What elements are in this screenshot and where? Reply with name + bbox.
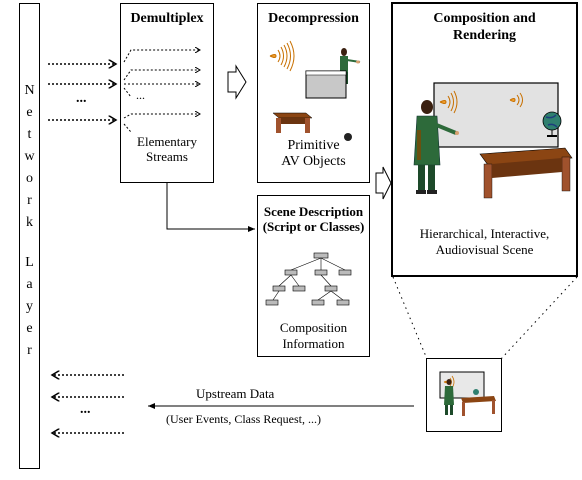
scene-description-box [257, 195, 370, 357]
elementary-streams-ellipsis: ... [136, 88, 145, 102]
incoming-stream-arrows [48, 64, 116, 120]
network-layer-letter: L [25, 255, 34, 270]
globe-large-icon [542, 111, 562, 137]
decompression-caption-line2: AV Objects [281, 154, 346, 169]
to-composition-arrow [375, 166, 392, 200]
network-layer-letter: N [24, 83, 35, 98]
speaker-sound-icon [269, 40, 295, 72]
scene-description-caption-line2: Information [282, 336, 345, 351]
scene-description-title-line1: Scene Description [263, 204, 364, 219]
network-layer-letter: e [26, 321, 33, 336]
network-layer-letter: y [26, 299, 33, 314]
upstream-ellipsis: ... [80, 402, 91, 417]
globe-icon [344, 133, 352, 141]
thumbnail-scene-icon [439, 371, 496, 416]
desk-icon [272, 112, 313, 133]
network-layer-letter: k [26, 215, 33, 230]
network-layer-letter: w [24, 149, 35, 164]
scene-description-title-line2: (Script or Classes) [262, 219, 365, 234]
composition-caption-line1: Hierarchical, Interactive, [419, 226, 550, 241]
outgoing-stream-arrows [52, 375, 124, 433]
demultiplex-title: Demultiplex [130, 11, 204, 26]
scene-description-caption-line1: Composition [279, 320, 348, 335]
demux-split-lines [123, 50, 200, 133]
incoming-streams-ellipsis: ... [76, 91, 87, 106]
screen-speaker-right-icon [509, 92, 523, 108]
upstream-data-label: Upstream Data [196, 386, 275, 401]
screen-sound-icon [439, 90, 458, 114]
composition-scene-illustration [413, 82, 573, 199]
network-layer-letter: a [26, 277, 33, 292]
demultiplex-caption-line2: Streams [146, 149, 188, 164]
teacher-figure-icon [413, 100, 459, 194]
composition-title-line2: Rendering [453, 28, 516, 43]
demux-to-scene-connector [166, 183, 255, 232]
demux-to-decompression-arrow [227, 64, 247, 100]
network-layer-letter: t [27, 127, 32, 142]
decompression-caption-line1: Primitive [287, 138, 340, 153]
large-desk-icon [479, 147, 573, 199]
network-layer-letter: r [27, 343, 32, 358]
network-layer-letter: o [26, 171, 33, 186]
network-layer-letter: e [26, 105, 33, 120]
demultiplex-caption-line1: Elementary [137, 134, 197, 149]
network-layer-letter: r [27, 193, 32, 208]
decompression-title: Decompression [268, 11, 359, 26]
demultiplex-box [120, 3, 214, 183]
network-layer-bar: N e t w o r k L a y e r [19, 3, 40, 469]
composition-title-line1: Composition and [433, 11, 536, 26]
composition-caption-line2: Audiovisual Scene [435, 242, 534, 257]
projection-screen-icon [433, 82, 559, 148]
scene-tree-graph [265, 252, 352, 306]
upstream-detail-label: (User Events, Class Request, ...) [166, 412, 321, 426]
display-screen-icon [305, 70, 347, 99]
perspective-lines [392, 276, 578, 360]
